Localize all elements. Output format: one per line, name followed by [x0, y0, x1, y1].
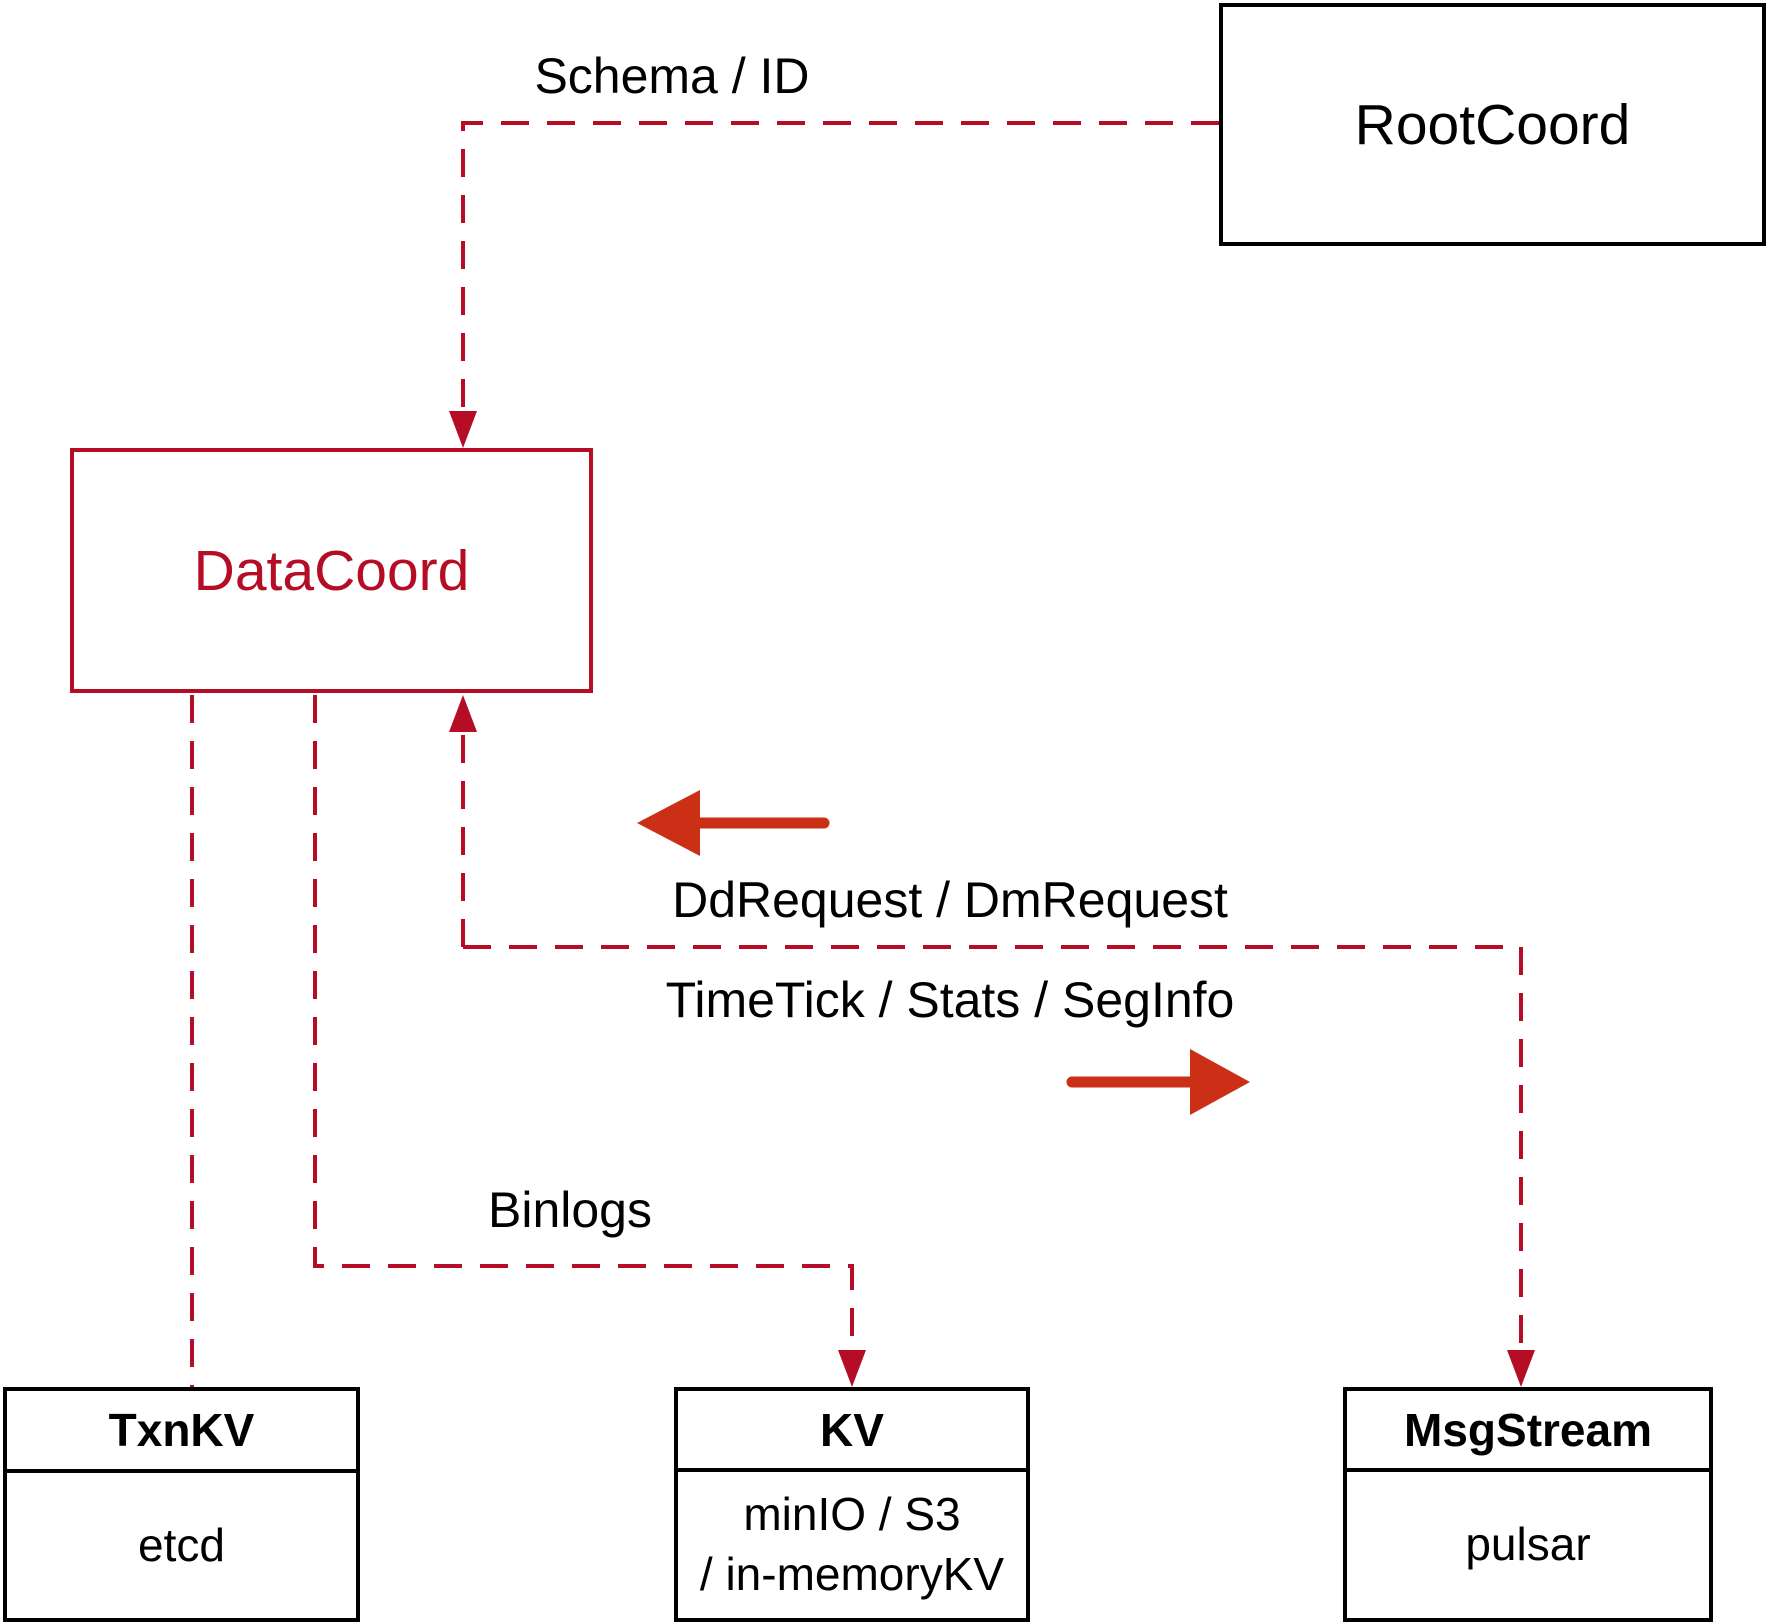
arrowhead-into-kv-icon	[838, 1350, 866, 1387]
datacoord-label: DataCoord	[193, 538, 470, 603]
kv-body-line1: minIO / S3	[743, 1488, 961, 1541]
kv-title: KV	[820, 1403, 884, 1456]
txnkv-header: TxnKV	[7, 1391, 356, 1473]
node-rootcoord: RootCoord	[1219, 3, 1766, 246]
node-msgstream: MsgStream pulsar	[1343, 1387, 1713, 1622]
edge-schema-id-line	[461, 121, 1219, 410]
rootcoord-label: RootCoord	[1354, 92, 1631, 157]
arrowhead-into-datacoord-bottom-icon	[449, 695, 477, 732]
arrowhead-into-datacoord-top-icon	[449, 411, 477, 448]
edge-label-timetick-stats-seginfo: TimeTick / Stats / SegInfo	[665, 972, 1235, 1028]
node-txnkv: TxnKV etcd	[3, 1387, 360, 1622]
solid-right-arrow-icon	[1190, 1049, 1250, 1115]
kv-body-line2: / in-memoryKV	[699, 1548, 1005, 1600]
kv-body: minIO / S3 / in-memoryKV	[678, 1472, 1026, 1618]
msgstream-body: pulsar	[1347, 1472, 1709, 1618]
txnkv-title: TxnKV	[108, 1404, 255, 1456]
msgstream-body-text: pulsar	[1465, 1518, 1591, 1571]
txnkv-body-text: etcd	[138, 1518, 225, 1571]
msgstream-title: MsgStream	[1404, 1403, 1652, 1456]
edge-label-dd-dm-request: DdRequest / DmRequest	[672, 872, 1228, 928]
edge-binlogs-line	[313, 695, 854, 1350]
txnkv-body: etcd	[7, 1473, 356, 1618]
arrowhead-into-msgstream-icon	[1507, 1350, 1535, 1387]
msgstream-header: MsgStream	[1347, 1391, 1709, 1472]
edge-label-binlogs: Binlogs	[488, 1182, 652, 1238]
kv-header: KV	[678, 1391, 1026, 1472]
node-datacoord: DataCoord	[70, 448, 593, 693]
edge-label-schema-id: Schema / ID	[534, 48, 810, 104]
node-kv: KV minIO / S3 / in-memoryKV	[674, 1387, 1030, 1622]
solid-left-arrow-icon	[637, 790, 700, 856]
